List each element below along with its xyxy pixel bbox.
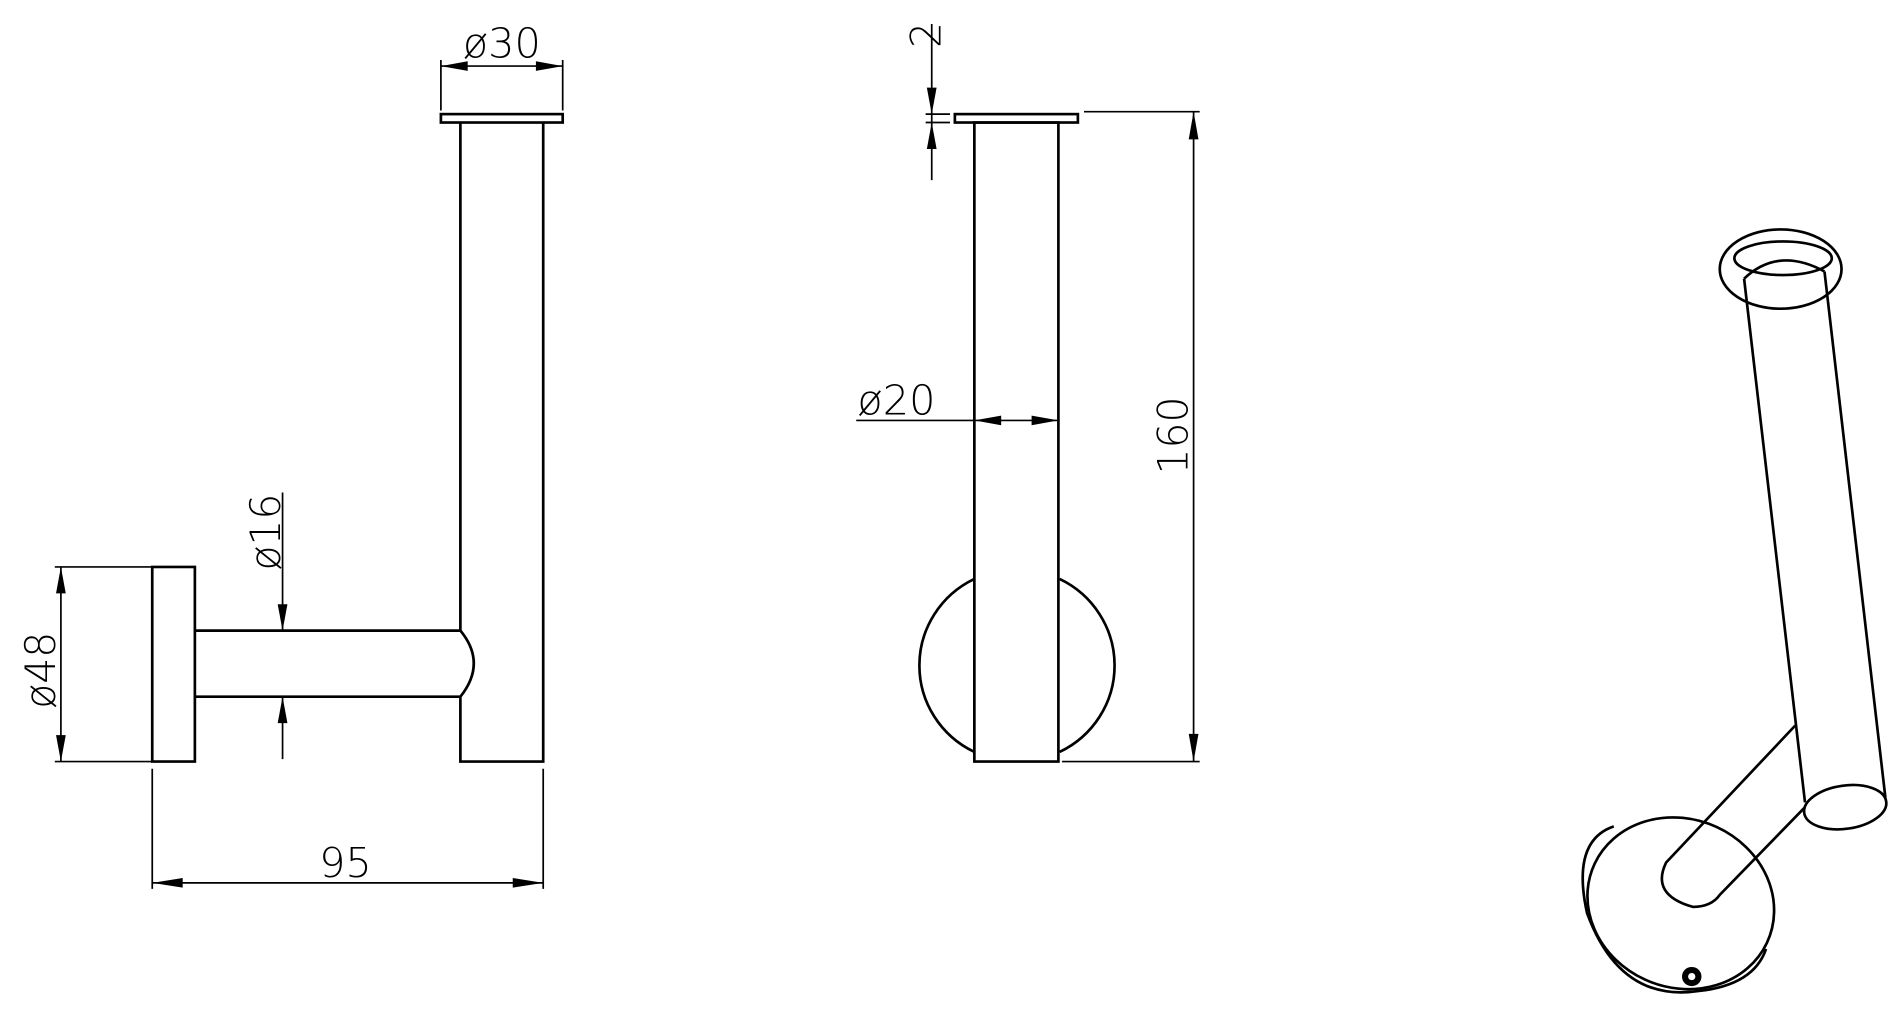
rod [1742, 271, 1887, 803]
wall-base-plate [150, 565, 197, 763]
arm-joint [459, 629, 475, 698]
dim-projection: 95 [319, 839, 372, 887]
dim-flange-thickness: 2 [902, 22, 950, 48]
top-flange [439, 112, 565, 124]
wall-base [1586, 816, 1776, 991]
perspective-view [1581, 228, 1888, 994]
dim-rod-diameter: ø20 [857, 377, 935, 425]
side-view: 2 ø20 160 [856, 22, 1200, 763]
rod-end-cap [1802, 783, 1888, 831]
dim-base-diameter: ø48 [17, 632, 65, 709]
front-view: ø30 ø16 ø48 95 [17, 20, 565, 889]
vertical-rod [459, 122, 545, 763]
horizontal-arm [194, 629, 461, 699]
arm [1660, 724, 1806, 909]
top-flange [953, 112, 1080, 124]
dim-arm-diameter: ø16 [242, 494, 290, 571]
top-flange [1718, 228, 1843, 311]
dim-flange-diameter: ø30 [463, 20, 541, 68]
base-disc [918, 577, 1116, 754]
dim-height: 160 [1149, 397, 1197, 475]
rod [973, 121, 1060, 763]
